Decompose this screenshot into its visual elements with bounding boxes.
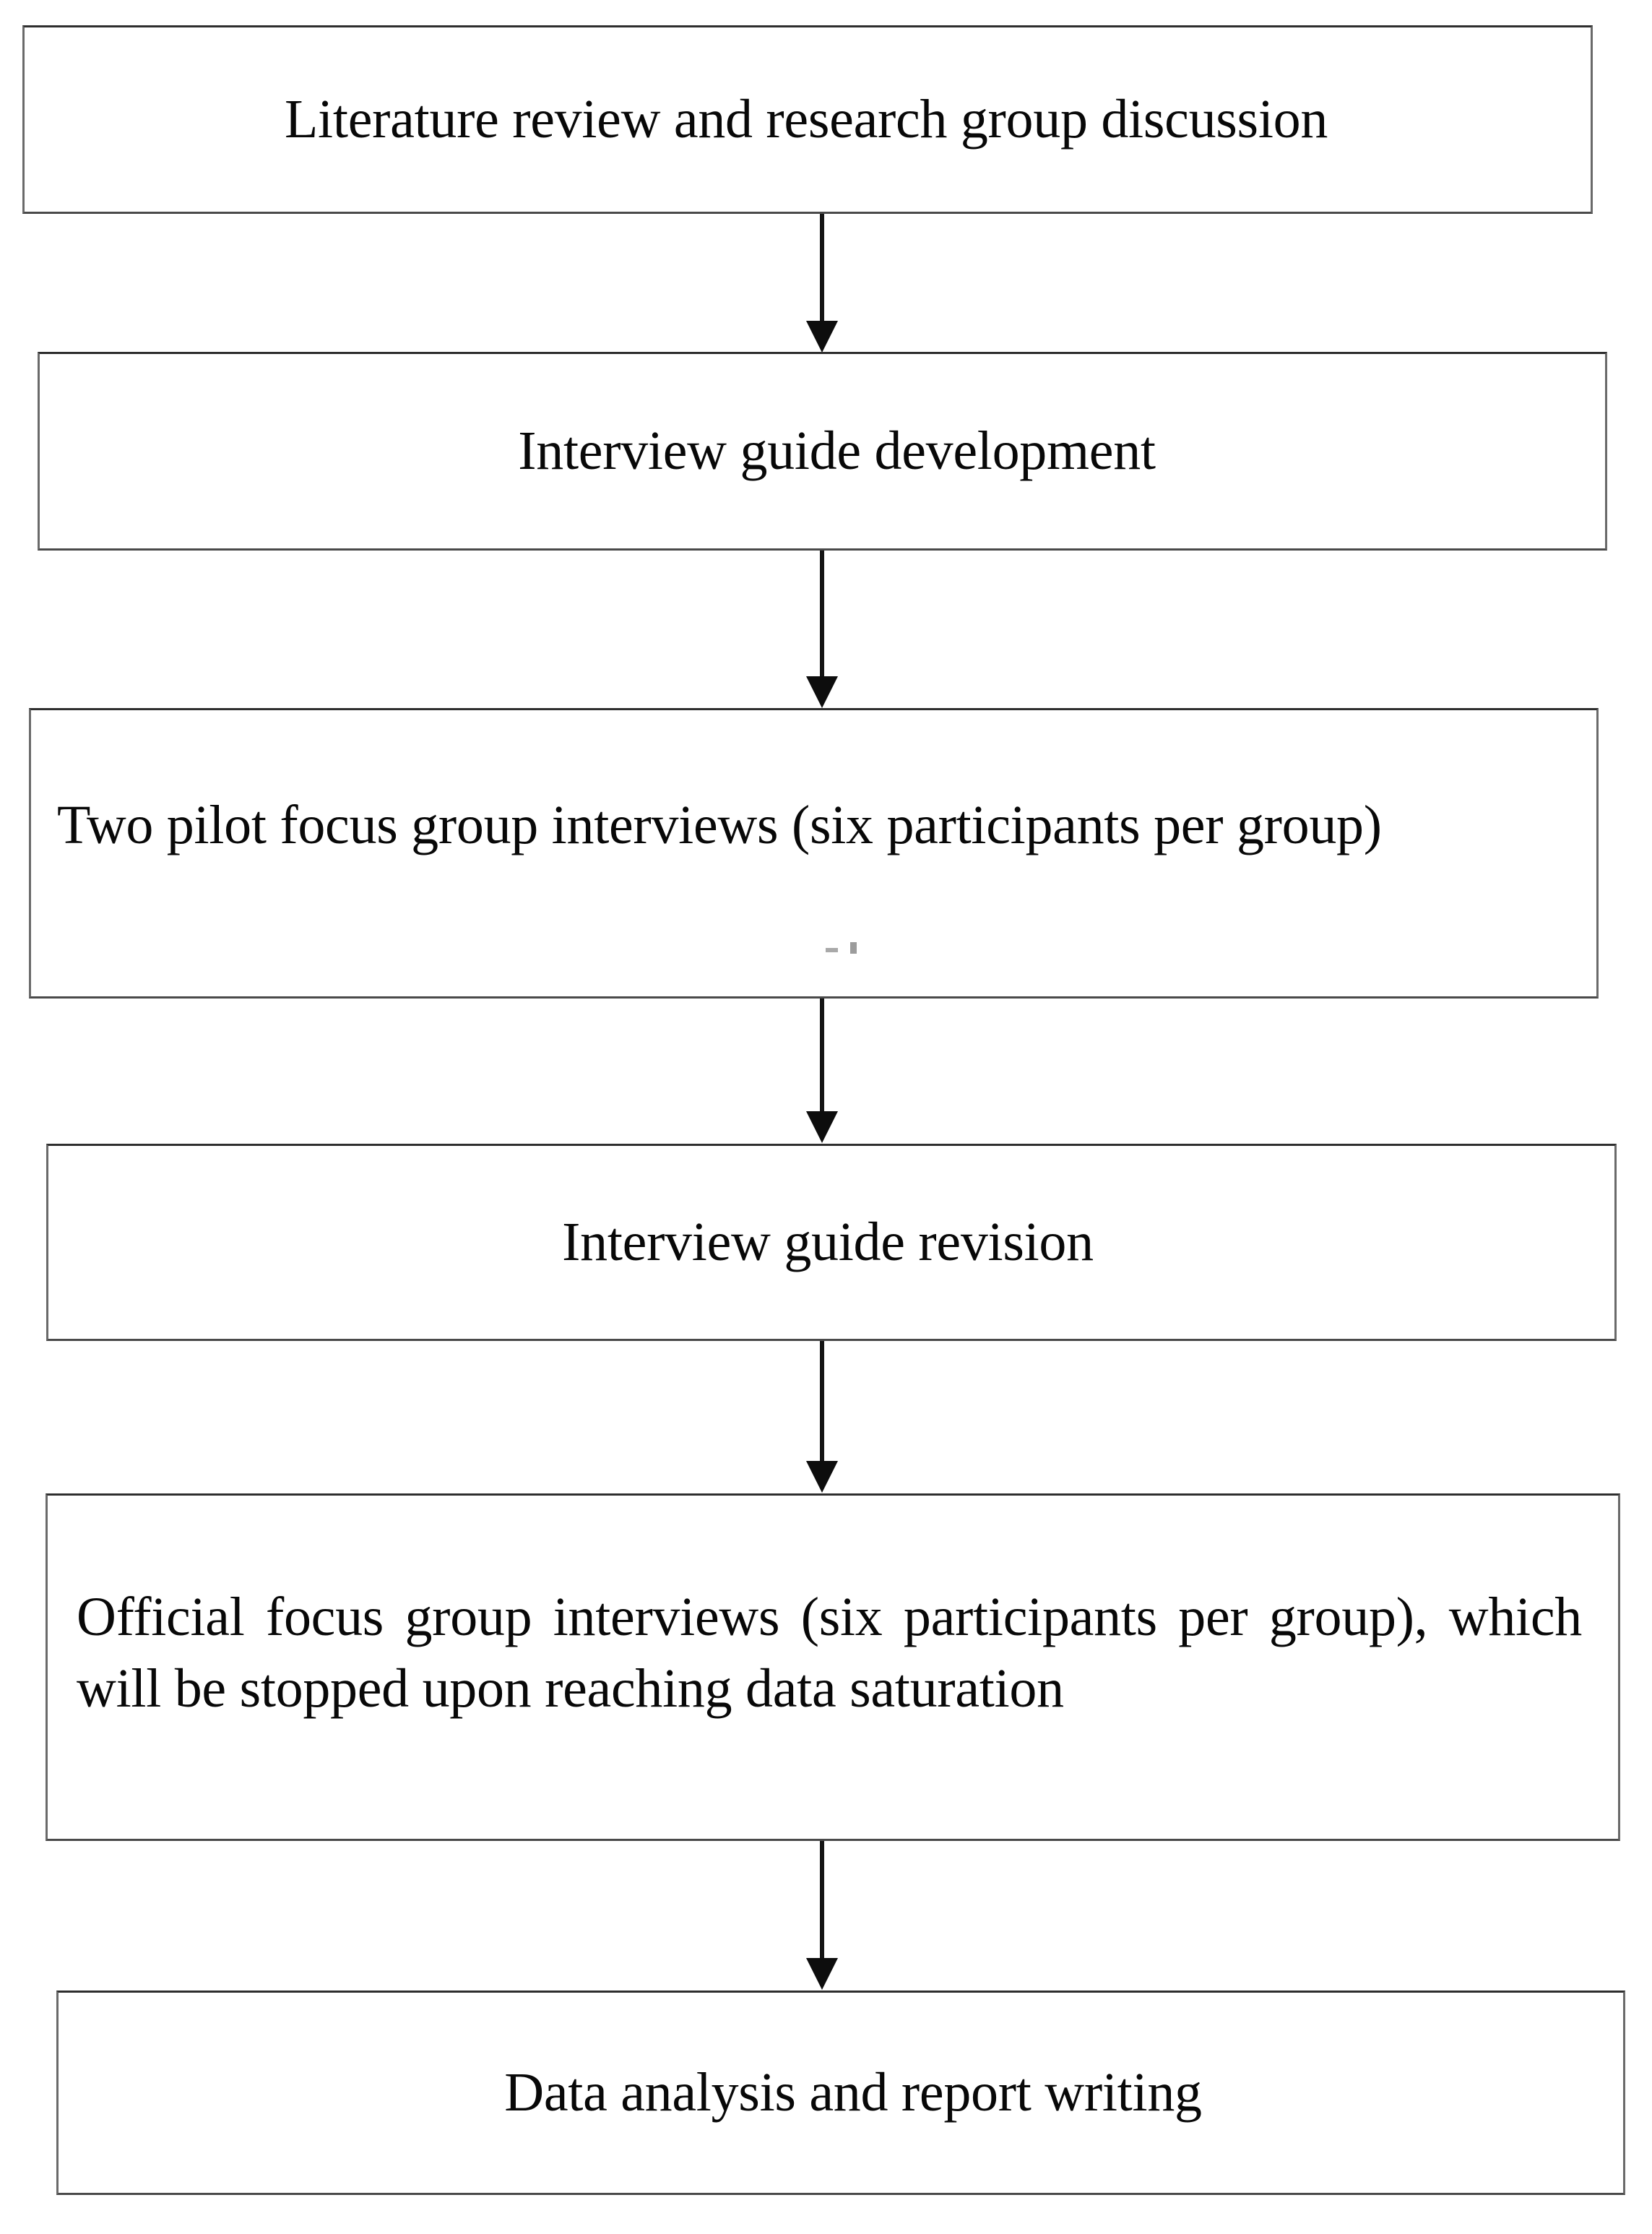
arrow-shaft xyxy=(820,214,824,322)
flow-node-interview-guide-revision: Interview guide revision xyxy=(46,1144,1617,1341)
arrow-shaft xyxy=(820,999,824,1113)
flow-node-official-focus-group-interviews: Official focus group interviews (six par… xyxy=(46,1493,1620,1841)
flow-node-interview-guide-development: Interview guide development xyxy=(38,352,1607,551)
flow-node-pilot-focus-group-interviews: Two pilot focus group interviews (six pa… xyxy=(29,708,1599,999)
arrow-head-icon xyxy=(806,676,838,708)
connector-arrow-down-3 xyxy=(800,999,844,1144)
arrow-shaft xyxy=(820,1341,824,1462)
flow-node-literature-review: Literature review and research group dis… xyxy=(22,25,1593,214)
flow-node-label: Literature review and research group dis… xyxy=(284,89,1328,150)
flow-node-label: Two pilot focus group interviews (six pa… xyxy=(57,794,1382,855)
flow-node-label: Interview guide revision xyxy=(562,1212,1094,1273)
arrow-head-icon xyxy=(806,1461,838,1493)
connector-arrow-down-4 xyxy=(800,1341,844,1494)
arrow-head-icon xyxy=(806,321,838,353)
arrow-head-icon xyxy=(806,1111,838,1143)
flow-node-label: Official focus group interviews (six par… xyxy=(77,1586,1596,1719)
scan-artifact-mark xyxy=(826,948,838,952)
arrow-head-icon xyxy=(806,1958,838,1990)
arrow-shaft xyxy=(820,551,824,678)
connector-arrow-down-2 xyxy=(800,551,844,709)
flow-node-label: Interview guide development xyxy=(518,421,1156,482)
connector-arrow-down-1 xyxy=(800,214,844,353)
scan-artifact-mark xyxy=(850,942,857,954)
flow-node-label: Data analysis and report writing xyxy=(504,2062,1202,2123)
connector-arrow-down-5 xyxy=(800,1841,844,1991)
flow-node-data-analysis-report-writing: Data analysis and report writing xyxy=(56,1991,1625,2195)
arrow-shaft xyxy=(820,1841,824,1959)
